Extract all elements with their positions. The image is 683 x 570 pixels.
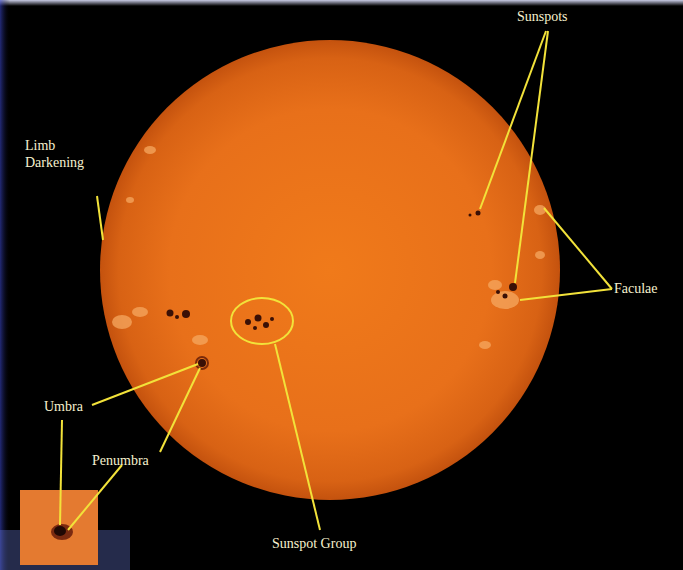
penumbra-ring (196, 357, 208, 369)
label-text: Penumbra (92, 452, 149, 469)
leader-lines (60, 31, 612, 530)
inset-panel (20, 490, 98, 565)
label-text: Sunspots (517, 8, 568, 25)
inset-umbra (54, 526, 66, 536)
faculae (112, 146, 546, 349)
label-text: Faculae (614, 280, 658, 297)
sun-disk (100, 40, 560, 500)
frame-band (0, 0, 683, 6)
label-text: Sunspot Group (272, 535, 356, 552)
group-circle (231, 298, 293, 344)
sunspots (167, 211, 518, 368)
label-text: Umbra (44, 398, 83, 415)
frame-band (0, 0, 10, 570)
label-text: Limb Darkening (25, 137, 100, 171)
